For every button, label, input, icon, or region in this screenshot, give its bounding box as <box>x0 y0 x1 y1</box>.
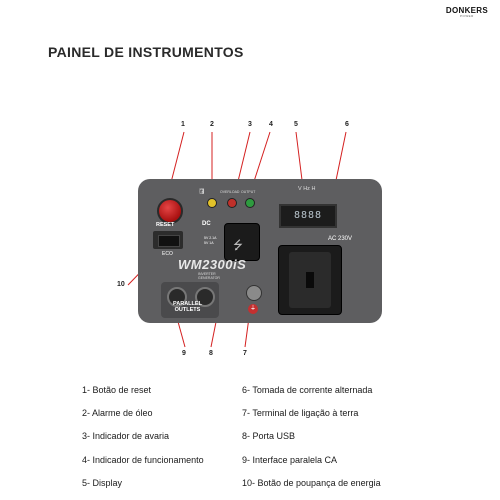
brand-name: DONKERS <box>445 6 488 15</box>
oil-can-icon: 🛢 <box>198 189 206 195</box>
model-sub: INVERTER GENERATOR <box>198 272 220 280</box>
model-name: WM2300iS <box>178 257 247 272</box>
usb-icon: ⭍ <box>233 238 243 252</box>
instrument-panel: RESET ECO 🛢 OVERLOAD OUTPUT DC 5V 2.1A 5… <box>138 179 382 323</box>
overload-label: OVERLOAD <box>220 190 240 194</box>
callout-10: 10 <box>117 281 125 288</box>
parallel-jack-right[interactable] <box>195 287 215 307</box>
legend-item-4: 4- Indicador de funcionamento <box>82 455 204 465</box>
callout-6: 6 <box>345 121 349 128</box>
usb-spec-line-1: 5V 2.1A <box>204 236 217 240</box>
brand-sub: POWER <box>460 14 474 18</box>
callout-1: 1 <box>181 121 185 128</box>
ground-terminal[interactable] <box>246 285 262 301</box>
parallel-outlets <box>161 282 219 318</box>
usb-spec-line-2: 5V 1A <box>204 241 214 245</box>
parallel-label: PARALLEL OUTLETS <box>173 301 202 313</box>
legend-item-1: 1- Botão de reset <box>82 385 152 395</box>
legend-item-2: 2- Alarme de óleo <box>82 408 153 418</box>
ac-label: AC 230V <box>328 236 353 242</box>
reset-button[interactable] <box>157 198 183 224</box>
ac-socket[interactable] <box>278 245 342 315</box>
model-sub-line-1: INVERTER <box>198 272 216 276</box>
legend-item-5: 5- Display <box>82 478 123 488</box>
parallel-jack-left[interactable] <box>167 287 187 307</box>
overload-led <box>227 198 237 208</box>
legend-item-8: 8- Porta USB <box>242 431 296 441</box>
legend-item-6: 6- Tomada de corrente alternada <box>242 385 373 395</box>
ac-socket-hole <box>306 272 314 288</box>
callout-8: 8 <box>209 350 213 357</box>
legend-item-7: 7- Terminal de ligação à terra <box>242 408 359 418</box>
eco-label: ECO <box>162 251 173 257</box>
callout-7: 7 <box>243 350 247 357</box>
legend-item-9: 9- Interface paralela CA <box>242 455 338 465</box>
callout-3: 3 <box>248 121 252 128</box>
model-sub-line-2: GENERATOR <box>198 276 220 280</box>
usb-spec: 5V 2.1A 5V 1A <box>204 236 216 246</box>
dc-label: DC <box>202 221 211 227</box>
usb-port[interactable]: ⭍ <box>224 223 260 261</box>
callout-2: 2 <box>210 121 214 128</box>
display: 8888 <box>279 204 337 228</box>
page-title: PAINEL DE INSTRUMENTOS <box>48 44 244 60</box>
parallel-label-line-2: OUTLETS <box>174 307 201 313</box>
legend-item-3: 3- Indicador de avaria <box>82 431 170 441</box>
output-led <box>245 198 255 208</box>
oil-alarm-led <box>207 198 217 208</box>
eco-switch[interactable] <box>153 231 183 249</box>
reset-label: RESET <box>156 222 175 228</box>
callout-4: 4 <box>269 121 273 128</box>
output-label: OUTPUT <box>241 190 256 194</box>
parallel-label-line-1: PARALLEL <box>173 301 202 307</box>
legend-item-10: 10- Botão de poupança de energia <box>242 478 381 488</box>
ground-icon: ⏚ <box>248 304 258 314</box>
brand-logo: DONKERS POWER <box>446 6 488 18</box>
ac-socket-lid[interactable] <box>289 252 331 308</box>
callout-9: 9 <box>182 350 186 357</box>
eco-switch-knob <box>158 235 180 247</box>
callout-5: 5 <box>294 121 298 128</box>
display-label: V Hz H <box>298 186 316 192</box>
